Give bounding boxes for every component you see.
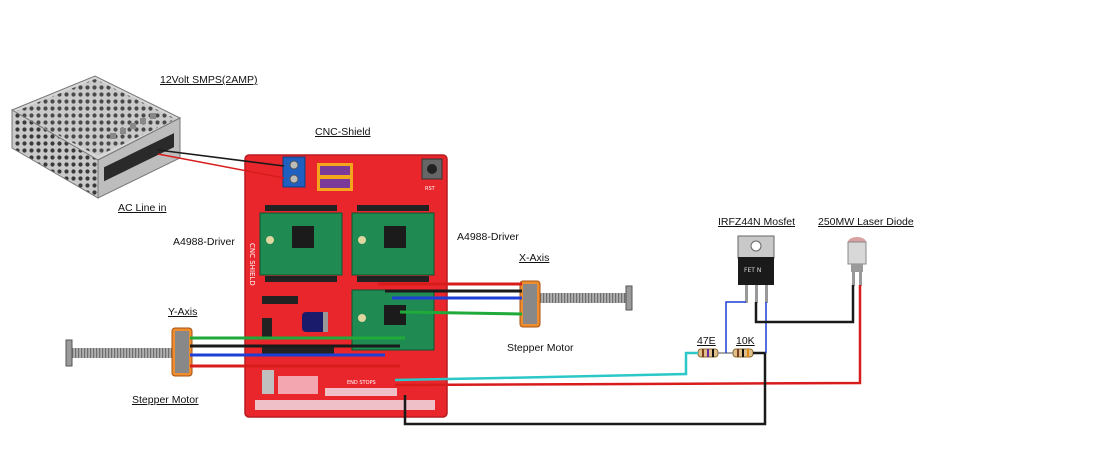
driver-module-right: [351, 205, 435, 282]
resistor-10k: [732, 348, 754, 358]
end-stops-header: END STOPS: [255, 370, 435, 410]
wire-ac-black: [157, 149, 285, 167]
empty-driver-socket: [262, 296, 334, 354]
cnc-shield-label: CNC-Shield: [315, 126, 371, 138]
reset-button: RST: [421, 158, 443, 192]
wire-drain-black: [754, 285, 855, 324]
wire-gate: [718, 301, 746, 354]
ac-line-label: AC Line in: [118, 202, 167, 214]
cnc-shield-silkscreen: CNC SHIELD: [248, 243, 256, 286]
driver-left-label: A4988-Driver: [173, 236, 235, 248]
wire-laser-positive-red: [394, 285, 862, 387]
resistor-47e: [697, 348, 719, 358]
stepper-x-label: Stepper Motor: [507, 342, 574, 354]
mosfet-label: IRFZ44N Mosfet: [718, 216, 796, 228]
stepper-motor-y: [65, 327, 193, 377]
resistor-10k-label: 10K: [736, 335, 755, 347]
stepper-y-label: Stepper Motor: [132, 394, 199, 406]
wire-ac-red: [157, 153, 285, 179]
driver-module-left: [259, 205, 343, 282]
cnc-shield-board: RST CNC SHIELD: [244, 154, 448, 418]
mosfet-irfz44n: FET N: [737, 235, 775, 303]
smps-power-supply: [10, 75, 182, 199]
y-axis-label: Y-Axis: [168, 306, 198, 318]
config-pin-headers: [317, 163, 353, 191]
laser-diode: [847, 237, 867, 286]
wire-signal-cyan: [394, 351, 698, 382]
end-stops-label: END STOPS: [347, 380, 376, 386]
wire-ground-black: [403, 351, 767, 426]
x-axis-label: X-Axis: [519, 252, 550, 264]
capacitor: [302, 312, 328, 332]
rst-label: RST: [425, 186, 436, 192]
resistor-47e-label: 47E: [697, 335, 716, 347]
laser-label: 250MW Laser Diode: [818, 216, 914, 228]
smps-label: 12Volt SMPS(2AMP): [160, 74, 258, 86]
smps-terminal-block: [104, 113, 174, 182]
fet-marking: FET N: [744, 267, 761, 274]
stepper-motor-x: [519, 280, 633, 328]
driver-module-bottom: [351, 289, 435, 351]
driver-right-label: A4988-Driver: [457, 231, 519, 243]
power-terminal: [282, 156, 306, 188]
wire-x-green: [399, 310, 523, 316]
